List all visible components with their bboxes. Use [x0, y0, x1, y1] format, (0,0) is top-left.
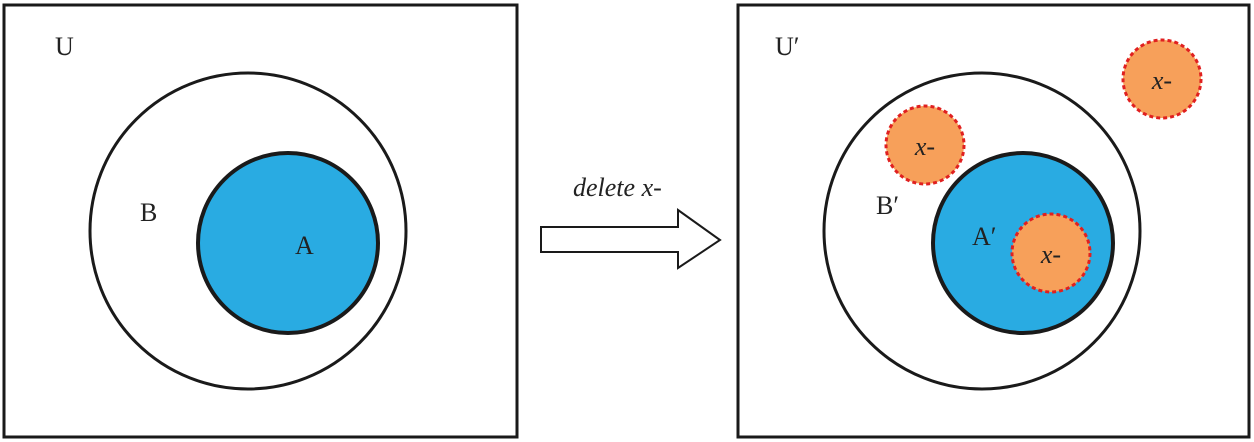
- set-a-prime-label: A′: [972, 222, 996, 251]
- removed-element-marker: [884, 104, 966, 186]
- universe-label-after: U′: [775, 32, 799, 61]
- removed-element-label: x-: [1151, 66, 1172, 95]
- transition: delete x-: [540, 173, 722, 270]
- removed-element-in-a: x-: [1010, 212, 1092, 294]
- universe-label-before: U: [55, 32, 74, 61]
- removed-element-marker: [1121, 38, 1203, 120]
- right-arrow-icon: [540, 208, 722, 270]
- removed-element-in-b: x-: [884, 104, 966, 186]
- transition-label: delete x-: [573, 173, 662, 202]
- set-b-prime-label: B′: [876, 191, 899, 220]
- set-a-circle: [196, 151, 380, 335]
- removed-element-marker: [1010, 212, 1092, 294]
- removed-element-in-u: x-: [1121, 38, 1203, 120]
- after-panel: U′ B′ A′ x- x- x-: [736, 3, 1251, 439]
- removed-element-label: x-: [1040, 240, 1061, 269]
- set-b-label: B: [140, 198, 157, 227]
- before-panel: U B A: [2, 3, 519, 439]
- set-a-label: A: [295, 231, 314, 260]
- removed-element-label: x-: [914, 132, 935, 161]
